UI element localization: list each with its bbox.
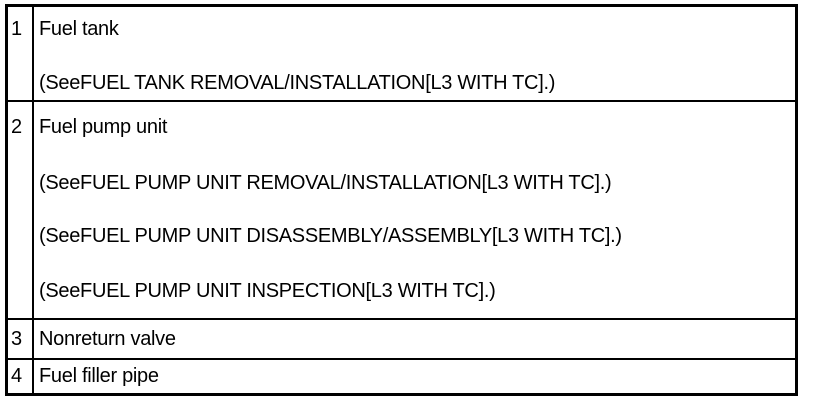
item-number: 1 (11, 18, 23, 40)
item-name: Nonreturn valve (39, 328, 176, 350)
reference-link[interactable]: (SeeFUEL PUMP UNIT REMOVAL/INSTALLATION[… (39, 172, 612, 194)
table-row: 4 Fuel filler pipe (8, 360, 795, 393)
column-divider (32, 7, 34, 393)
parts-table: 1 Fuel tank (SeeFUEL TANK REMOVAL/INSTAL… (5, 4, 798, 396)
item-name: Fuel pump unit (39, 116, 168, 138)
item-name: Fuel filler pipe (39, 365, 159, 387)
item-number: 2 (11, 116, 23, 138)
table-row: 2 Fuel pump unit (SeeFUEL PUMP UNIT REMO… (8, 102, 795, 320)
reference-link[interactable]: (SeeFUEL TANK REMOVAL/INSTALLATION[L3 WI… (39, 72, 556, 94)
item-number: 3 (11, 328, 23, 350)
item-name: Fuel tank (39, 18, 119, 40)
item-number: 4 (11, 365, 23, 387)
reference-link[interactable]: (SeeFUEL PUMP UNIT INSPECTION[L3 WITH TC… (39, 280, 496, 302)
table-row: 3 Nonreturn valve (8, 320, 795, 360)
table-row: 1 Fuel tank (SeeFUEL TANK REMOVAL/INSTAL… (8, 7, 795, 102)
reference-link[interactable]: (SeeFUEL PUMP UNIT DISASSEMBLY/ASSEMBLY[… (39, 225, 622, 247)
